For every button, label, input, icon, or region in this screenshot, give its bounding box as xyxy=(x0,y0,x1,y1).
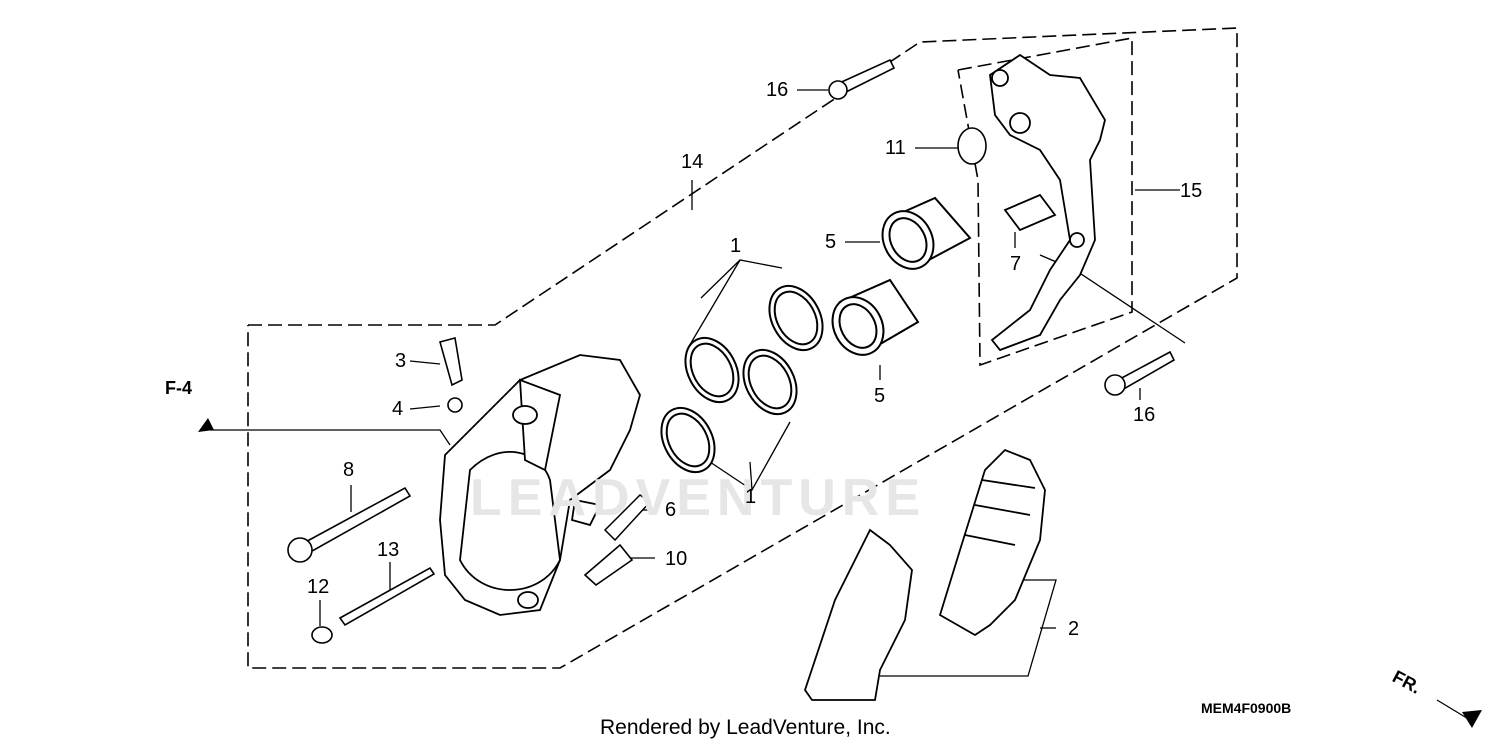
brake-pads xyxy=(804,448,1046,701)
diagram-code: MEM4F0900B xyxy=(1201,700,1292,716)
watermark: LEADVENTURE xyxy=(470,469,927,527)
caliper-bracket xyxy=(989,53,1106,352)
callout-3: 3 xyxy=(395,350,407,372)
callout-13: 13 xyxy=(377,539,400,561)
callout-12: 12 xyxy=(307,576,330,598)
retainer-clips xyxy=(603,494,652,542)
callout-14: 14 xyxy=(681,151,704,173)
reference-arrow-icon xyxy=(198,418,214,432)
callout-5-bottom: 5 xyxy=(874,385,886,407)
assembly-15-boundary xyxy=(957,37,1133,367)
callout-4: 4 xyxy=(392,398,404,420)
piston-seals xyxy=(660,284,824,474)
callout-10: 10 xyxy=(665,548,688,570)
callout-1-bottom: 1 xyxy=(745,486,757,508)
callout-11: 11 xyxy=(885,137,906,159)
bolts xyxy=(287,58,1176,644)
callout-2: 2 xyxy=(1068,618,1080,640)
footer-credit: Rendered by LeadVenture, Inc. xyxy=(600,716,891,739)
callout-16-bottom: 16 xyxy=(1133,404,1156,426)
reference-label: F-4 xyxy=(165,378,192,398)
callout-8: 8 xyxy=(343,459,355,481)
caliper-body xyxy=(439,354,641,616)
callout-5-top: 5 xyxy=(825,231,837,253)
callout-16-top: 16 xyxy=(766,79,789,101)
front-direction-arrow-icon xyxy=(1462,710,1482,728)
callout-1-top: 1 xyxy=(730,235,742,257)
pistons xyxy=(831,196,972,356)
callout-7: 7 xyxy=(1010,253,1022,275)
callout-6: 6 xyxy=(665,499,677,521)
callout-15: 15 xyxy=(1180,180,1203,202)
assembly-14-boundary xyxy=(247,27,1238,669)
